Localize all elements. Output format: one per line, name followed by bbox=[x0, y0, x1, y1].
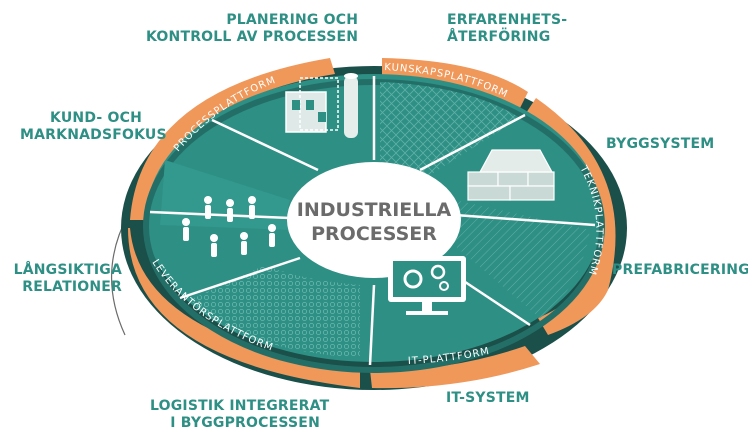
label-planering: PLANERING OCH KONTROLL AV PROCESSEN bbox=[146, 12, 359, 45]
building-icon bbox=[285, 73, 358, 138]
person-2 bbox=[226, 199, 234, 222]
center-title-line1: INDUSTRIELLA bbox=[297, 199, 452, 221]
person-1 bbox=[204, 196, 212, 219]
label-itsystem: IT-SYSTEM bbox=[446, 390, 530, 406]
segment-kund bbox=[160, 160, 290, 230]
segment-teknik bbox=[448, 200, 590, 318]
monitor-icon bbox=[388, 256, 466, 315]
person-5 bbox=[210, 234, 218, 257]
center-ellipse bbox=[287, 162, 461, 278]
segment-kunskap bbox=[380, 82, 520, 175]
bricks-icon bbox=[467, 149, 555, 201]
label-logistik: LOGISTIK INTEGRERAT I BYGGPROCESSEN bbox=[150, 398, 330, 431]
label-prefabricering: PREFABRICERING bbox=[612, 262, 748, 278]
gear-icon bbox=[403, 269, 423, 289]
person-3 bbox=[248, 196, 256, 219]
person-6 bbox=[240, 232, 248, 255]
segment-leverantor bbox=[190, 265, 360, 358]
label-kund: KUND- OCH MARKNADSFOKUS bbox=[20, 110, 167, 143]
label-byggsystem: BYGGSYSTEM bbox=[606, 136, 715, 152]
person-4 bbox=[182, 218, 190, 241]
center-title-line2: PROCESSER bbox=[311, 223, 437, 245]
ring-segment-leverantorsplattform bbox=[128, 228, 360, 388]
label-erfarenhet: ERFARENHETS- ÅTERFÖRING bbox=[447, 12, 568, 45]
ring-segment-teknikplattform bbox=[524, 98, 616, 335]
person-7 bbox=[268, 224, 276, 247]
people-icon bbox=[182, 196, 276, 257]
ring-segment-itplattform bbox=[370, 346, 540, 389]
label-langsiktiga: LÅNGSIKTIGA RELATIONER bbox=[13, 262, 122, 295]
orange-ring bbox=[128, 58, 616, 389]
